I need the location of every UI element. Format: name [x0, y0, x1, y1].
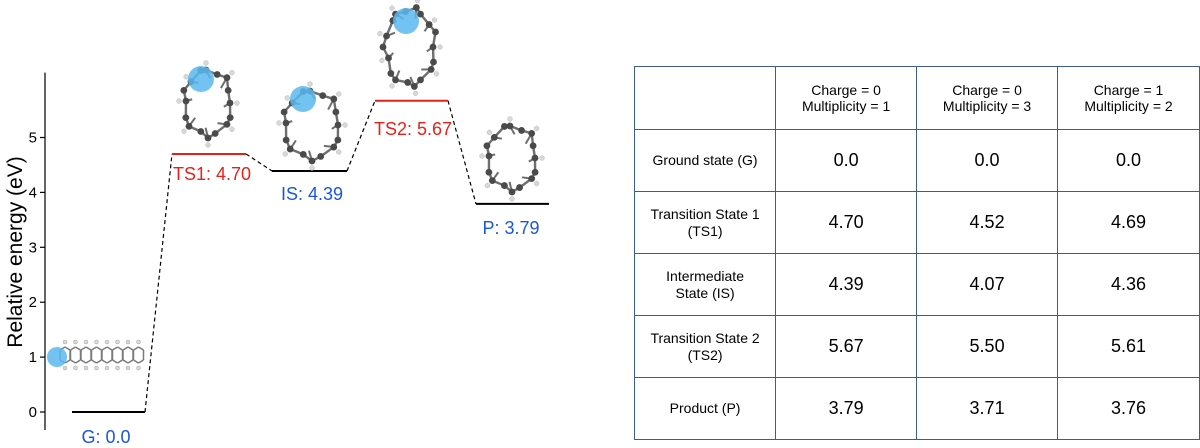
cell-value: 4.07: [916, 253, 1059, 316]
y-axis-title: Relative energy (eV): [4, 156, 27, 347]
cell-value: 4.70: [775, 191, 918, 254]
y-tick-label-2: 2: [29, 294, 37, 311]
header-line: Charge = 1: [1093, 82, 1164, 98]
molecule-IS: [276, 81, 348, 171]
y-tick-label-4: 4: [29, 184, 37, 201]
header-line: Charge = 0: [811, 82, 881, 98]
header-line: Multiplicity = 2: [1084, 98, 1173, 114]
y-tick-label-3: 3: [29, 239, 37, 256]
molecule-structures: [47, 0, 545, 371]
connector-G-TS1: [144, 153, 173, 413]
row-label-line: (TS2): [687, 346, 723, 363]
cell-value: 3.79: [775, 377, 918, 440]
cell-value: 4.36: [1057, 253, 1200, 316]
molecule-TS2: [377, 0, 443, 96]
cell-value: 4.52: [916, 191, 1059, 254]
y-tick-label-5: 5: [29, 130, 37, 147]
row-label-line: State (IS): [675, 284, 735, 301]
level-label-P: P: 3.79: [482, 218, 539, 238]
row-label-line: (TS1): [687, 222, 723, 239]
connector-TS1-IS: [245, 153, 273, 172]
cell-value: 0.0: [1057, 129, 1200, 192]
cell-value: 5.50: [916, 315, 1059, 378]
highlight-circle-G: [47, 347, 67, 367]
cell-value: 0.0: [916, 129, 1059, 192]
level-label-TS1: TS1: 4.70: [173, 164, 251, 184]
connectors: [144, 100, 477, 413]
row-label: Product (P): [633, 377, 777, 440]
highlight-circle: [188, 66, 214, 92]
cell-value: 0.0: [775, 129, 918, 192]
row-label: Ground state (G): [633, 129, 777, 192]
molecule-G: [47, 339, 145, 371]
y-tick-label-0: 0: [29, 404, 37, 421]
highlight-circle: [393, 8, 419, 34]
y-axis: 0 1 2 3 4 5: [29, 72, 46, 430]
row-label-line: Product (P): [669, 400, 741, 416]
row-label-line: Ground state (G): [652, 152, 758, 168]
row-label-line: Transition State 2: [650, 329, 760, 346]
cell-value: 3.76: [1057, 377, 1200, 440]
header-line: Charge = 0: [952, 82, 1022, 98]
row-label-line: Transition State 1: [650, 205, 760, 222]
cell-value: 5.67: [775, 315, 918, 378]
level-label-G: G: 0.0: [81, 427, 130, 447]
header-corner: [633, 66, 777, 130]
y-tick-label-1: 1: [29, 349, 37, 366]
molecule-P: [479, 116, 545, 202]
row-label: Transition State 2(TS2): [633, 315, 777, 378]
header-line: Multiplicity = 3: [942, 98, 1032, 114]
header-line: Multiplicity = 1: [801, 98, 891, 114]
cell-value: 4.39: [775, 253, 918, 316]
connector-IS-TS2: [346, 100, 376, 172]
connector-TS2-P: [447, 100, 477, 205]
row-label: Transition State 1(TS1): [633, 191, 777, 254]
row-label-line: Intermediate: [666, 267, 744, 284]
cell-value: 4.69: [1057, 191, 1200, 254]
level-label-TS2: TS2: 5.67: [374, 119, 452, 139]
highlight-circle: [290, 86, 316, 112]
molecule-TS1: [176, 60, 240, 148]
level-label-IS: IS: 4.39: [281, 184, 343, 204]
energy-diagram: 0 1 2 3 4 5 Relative energy (eV) G: 0.0 TS1: 4…: [4, 0, 549, 447]
cell-value: 3.71: [916, 377, 1059, 440]
cell-value: 5.61: [1057, 315, 1200, 378]
